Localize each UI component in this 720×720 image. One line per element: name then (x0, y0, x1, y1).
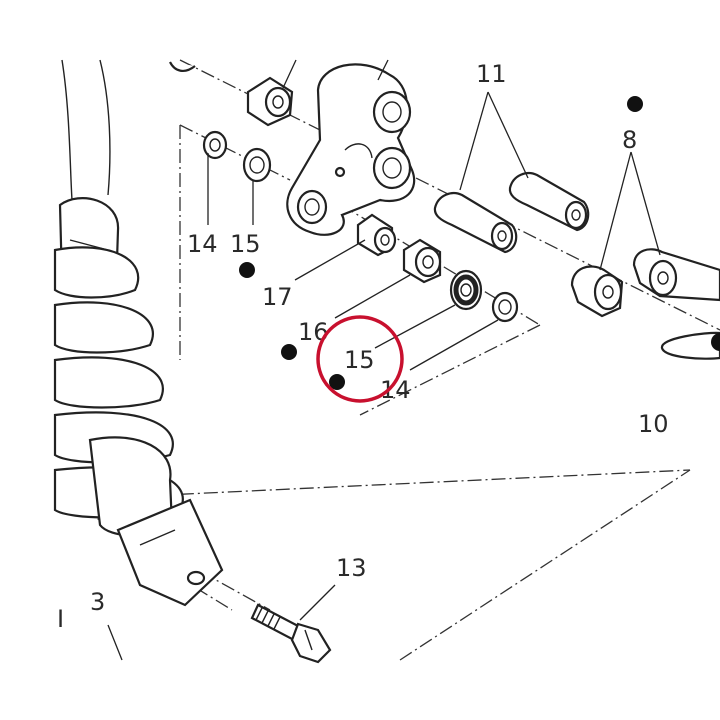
partial-part-10 (660, 331, 720, 360)
dot-marker-icon (281, 344, 297, 360)
callout-3: 3 (90, 588, 105, 616)
left-washer-14 (202, 130, 228, 160)
callout-15-left: 15 (230, 230, 261, 258)
shock-absorber (53, 59, 224, 607)
bushings-8 (570, 248, 720, 318)
callout-17: 17 (262, 283, 293, 311)
spacer-17 (356, 213, 397, 257)
callout-15-right: 15 (344, 346, 375, 374)
dot-marker-icon (239, 262, 255, 278)
top-bushing (169, 61, 294, 127)
callout-13: 13 (336, 554, 367, 582)
bolt-13 (250, 603, 332, 664)
callout-14-left: 14 (187, 230, 218, 258)
seal-15 (449, 269, 483, 311)
washer-14 (491, 291, 519, 323)
callout-10: 10 (638, 410, 669, 438)
dot-markers (239, 96, 720, 390)
callout-11: 11 (476, 60, 507, 88)
rocker-link (286, 63, 416, 236)
sleeves-11 (433, 171, 590, 254)
highlight-circle-icon (316, 315, 404, 403)
callout-i: I (57, 605, 64, 633)
dot-marker-icon (329, 374, 345, 390)
callout-8: 8 (622, 126, 637, 154)
dot-marker-icon (627, 96, 643, 112)
bushing-16 (402, 238, 442, 284)
left-seal-15 (242, 147, 272, 183)
callout-16: 16 (298, 318, 329, 346)
callout-labels: 11 8 14 15 17 16 15 14 10 13 3 I (57, 60, 669, 633)
dot-marker-icon (711, 333, 720, 351)
leader-lines (107, 59, 661, 661)
